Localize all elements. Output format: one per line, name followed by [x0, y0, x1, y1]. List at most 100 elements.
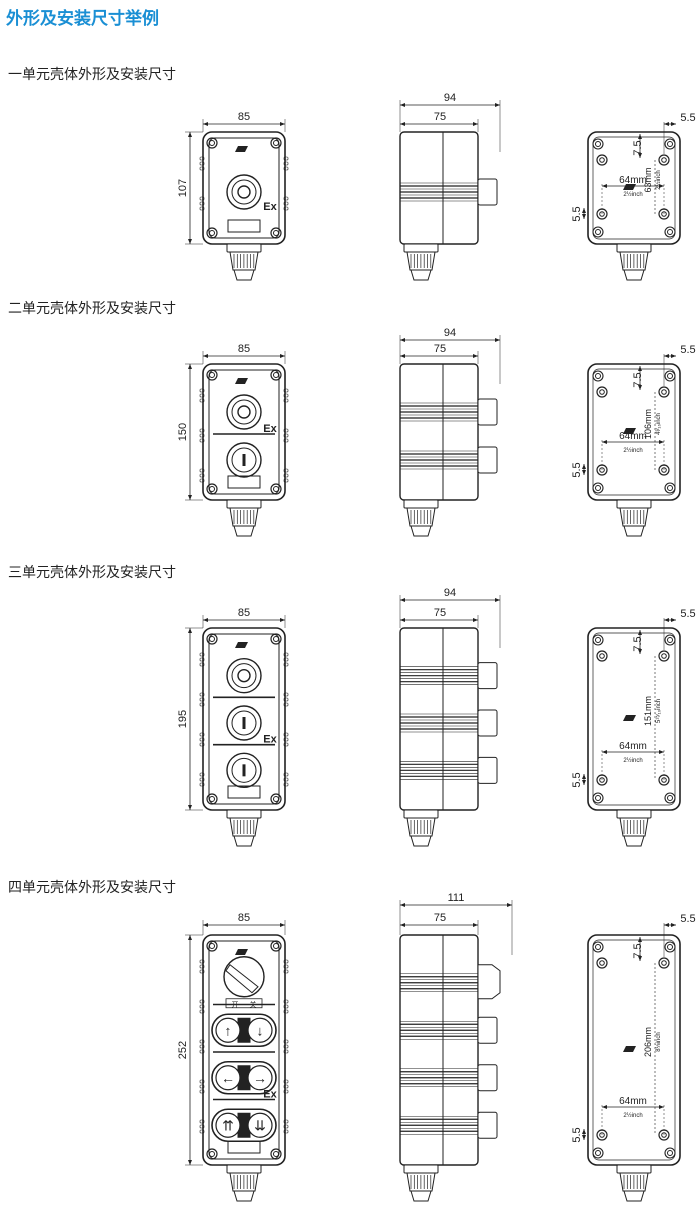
cable-gland-nut — [403, 809, 439, 819]
cover-screw — [270, 633, 282, 645]
corner-screw — [592, 138, 604, 150]
vent-slot — [283, 388, 289, 393]
direction-arrow-icon: ↓ — [257, 1022, 264, 1038]
vent-slot — [283, 697, 289, 702]
arrowhead — [664, 618, 676, 622]
cover-screw — [270, 483, 282, 495]
mounting-hole-center — [661, 653, 667, 659]
corner-screw — [592, 792, 604, 804]
pushbutton-icon — [237, 185, 251, 199]
vent-slot — [283, 1009, 289, 1014]
vent-slot — [283, 206, 289, 211]
cable-gland-nut — [616, 809, 652, 819]
ex-marking: Ex — [263, 1089, 277, 1101]
pushbutton-bezel — [226, 752, 262, 789]
back-inner-outline — [592, 632, 676, 806]
mounting-hole-center — [661, 467, 667, 473]
vent-slot — [199, 1129, 205, 1134]
direction-button — [215, 1017, 241, 1043]
vent-slot — [199, 393, 205, 398]
vent-slot — [283, 742, 289, 747]
corner-screw — [592, 226, 604, 238]
vent-slot — [199, 772, 205, 777]
screw-head — [273, 636, 279, 642]
mounting-hole-center — [661, 157, 667, 163]
hole-top-dimension-label: 7.5 — [632, 372, 644, 387]
vent-slot — [199, 166, 205, 171]
vent-slot — [283, 964, 289, 969]
mounting-hole-center — [661, 777, 667, 783]
width-dimension-label: 85 — [238, 912, 250, 924]
page-title: 外形及安装尺寸举例 — [6, 9, 159, 28]
screw-head — [667, 141, 673, 147]
nameplate — [227, 219, 261, 233]
cable-gland-nut — [226, 243, 262, 253]
pushbutton-ring — [231, 179, 257, 205]
screw-head — [595, 944, 601, 950]
hole-horizontal-spacing-label: 64mm — [619, 1096, 647, 1107]
corner-screw — [592, 1147, 604, 1159]
hole-vertical-inch-label: 5¹⁵⁄₁₆inch — [655, 699, 662, 723]
hole-horizontal-inch-label: 2½inch — [623, 191, 642, 198]
arrowhead — [638, 937, 642, 961]
brand-logo-icon — [235, 642, 248, 648]
cover-screw — [270, 1148, 282, 1160]
corner-screw — [664, 634, 676, 646]
front-cover — [208, 633, 280, 805]
vent-slot — [199, 1049, 205, 1054]
mounting-hole — [658, 957, 670, 969]
gland-tail — [233, 1190, 255, 1202]
actuator-side-profile — [477, 398, 498, 426]
arrowhead — [664, 122, 676, 126]
vent-slot — [199, 1009, 205, 1014]
arrowhead — [582, 464, 586, 475]
depth-dimension-label: 94 — [444, 92, 456, 104]
corner-screw — [664, 226, 676, 238]
screw-head — [595, 229, 601, 235]
mounting-hole-center — [599, 389, 605, 395]
vent-slot — [199, 478, 205, 483]
screw-head — [595, 141, 601, 147]
gland-tail — [233, 269, 255, 281]
gland-tail — [623, 269, 645, 281]
vent-slot — [199, 732, 205, 737]
mounting-hole-center — [661, 960, 667, 966]
vent-slot — [283, 772, 289, 777]
hole-edge-dimension-label: 5.5 — [680, 913, 695, 925]
actuator-side-profile — [477, 662, 498, 690]
cover-screw — [206, 483, 218, 495]
vent-slot — [199, 742, 205, 747]
gland-tail — [410, 835, 432, 847]
arrowhead — [638, 134, 642, 158]
hole-top-dimension-label: 7.5 — [632, 140, 644, 155]
brand-logo-icon — [235, 378, 248, 384]
vent-slot — [283, 1084, 289, 1089]
body-depth-dimension-label: 75 — [434, 912, 446, 924]
vent-slot — [199, 1119, 205, 1124]
indicator-bar-icon — [242, 454, 246, 466]
hole-top-dimension-label: 7.5 — [632, 943, 644, 958]
pushbutton-bezel — [226, 394, 262, 430]
actuator-side-profile — [477, 1016, 498, 1044]
vent-slot — [283, 428, 289, 433]
vent-slot — [283, 702, 289, 707]
pushbutton-ring — [231, 710, 257, 736]
vent-slot — [283, 1044, 289, 1049]
vent-slot — [199, 161, 205, 166]
vent-slot — [199, 1089, 205, 1094]
hole-vertical-inch-label: 4³⁄₁₆inch — [656, 413, 662, 435]
direction-arrow-icon: ⇈ — [222, 1117, 234, 1133]
depth-dimension-label: 111 — [448, 892, 465, 904]
vent-slot — [199, 388, 205, 393]
mounting-hole-center — [599, 467, 605, 473]
actuator-side-profile — [477, 1064, 498, 1092]
screw-head — [273, 796, 279, 802]
screw-head — [595, 637, 601, 643]
hole-vertical-spacing-label: 206mm — [643, 1027, 653, 1057]
vent-slot — [283, 657, 289, 662]
vent-slot — [283, 468, 289, 473]
hole-edge-dimension-label: 5.5 — [680, 112, 695, 124]
indicator-bar-icon — [242, 717, 246, 729]
vent-slot — [199, 473, 205, 478]
cover-screw — [270, 137, 282, 149]
